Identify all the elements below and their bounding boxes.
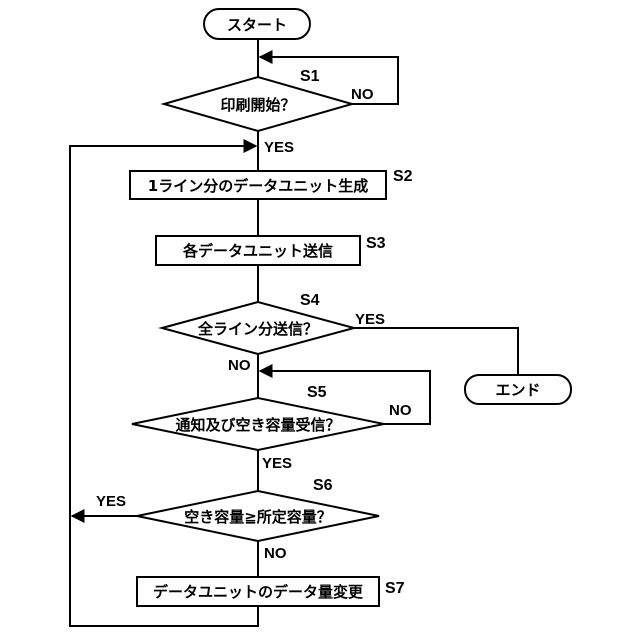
end-label: エンド: [495, 381, 540, 399]
s1-label: 印刷開始？: [220, 96, 295, 114]
s7-step: S7: [385, 580, 405, 597]
process-s3: 各データユニット送信 S3: [156, 235, 386, 265]
s5-no-label: NO: [389, 402, 412, 419]
s1-yes-label: YES: [264, 139, 294, 156]
s2-label: 1ライン分のデータユニット生成: [148, 177, 368, 195]
connector-s4-yes-end: [354, 328, 518, 375]
end-terminal: エンド: [465, 375, 571, 404]
s5-yes-label: YES: [262, 455, 292, 472]
s5-step: S5: [307, 384, 327, 401]
s6-yes-label: YES: [96, 493, 126, 510]
decision-s4: 全ライン分送信？ S4: [162, 292, 354, 354]
s6-label: 空き容量≧所定容量？: [184, 508, 332, 526]
s3-label: 各データユニット送信: [182, 242, 333, 260]
s1-no-label: NO: [351, 86, 374, 103]
s1-step: S1: [300, 68, 320, 85]
s6-no-label: NO: [264, 545, 287, 562]
s5-label: 通知及び空き容量受信？: [175, 416, 340, 434]
process-s7: データユニットのデータ量変更 S7: [137, 577, 405, 606]
s6-step: S6: [313, 477, 333, 494]
start-label: スタート: [227, 16, 287, 34]
s4-step: S4: [300, 292, 320, 309]
decision-s1: 印刷開始？ S1: [164, 68, 352, 131]
s7-label: データユニットのデータ量変更: [153, 583, 364, 601]
s4-label: 全ライン分送信？: [197, 320, 318, 338]
s4-no-label: NO: [228, 357, 251, 374]
s4-yes-label: YES: [355, 311, 385, 328]
process-s2: 1ライン分のデータユニット生成 S2: [130, 168, 413, 199]
connector-s7-return: [70, 146, 258, 626]
start-terminal: スタート: [204, 9, 310, 39]
s2-step: S2: [393, 168, 413, 185]
s3-step: S3: [366, 235, 386, 252]
